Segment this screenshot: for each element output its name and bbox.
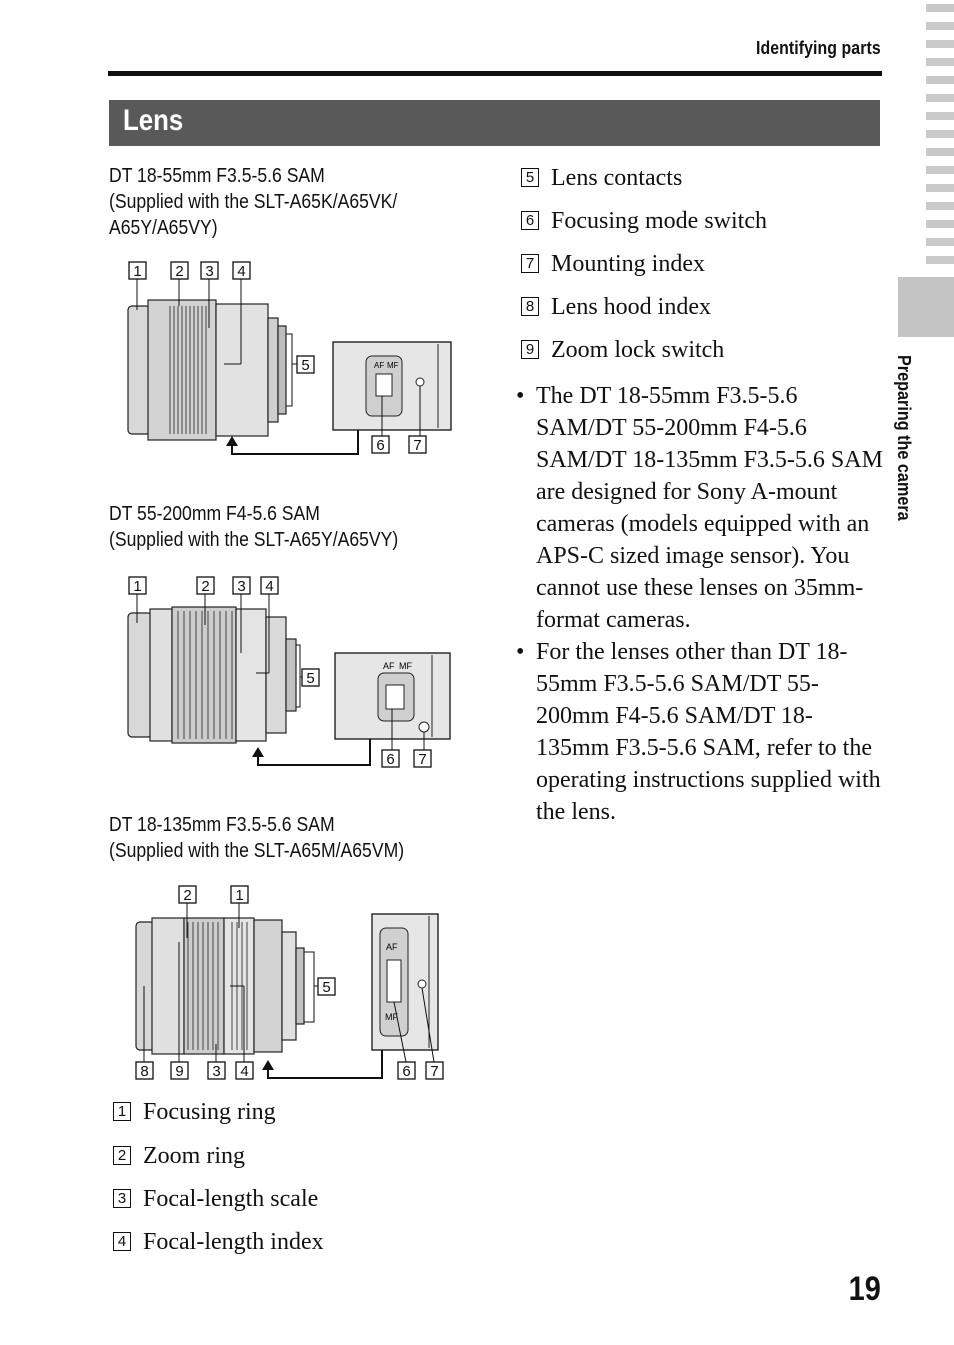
svg-text:1: 1 xyxy=(133,578,141,595)
svg-text:8: 8 xyxy=(140,1063,148,1080)
header-rule xyxy=(108,71,882,76)
lens-diagram-18-55: 1 2 3 4 5 6 7 AF MF xyxy=(127,261,452,455)
svg-text:5: 5 xyxy=(322,979,330,996)
svg-text:5: 5 xyxy=(301,357,309,374)
running-header: Identifying parts xyxy=(756,38,881,58)
lens-diagram-18-135: 2 1 5 8 9 3 4 6 7 AF MF xyxy=(135,885,444,1080)
svg-text:7: 7 xyxy=(430,1063,438,1080)
page-number: 19 xyxy=(848,1270,881,1308)
svg-text:7: 7 xyxy=(413,437,421,454)
section-banner: Lens xyxy=(109,100,880,146)
svg-text:AF: AF xyxy=(383,661,395,671)
svg-text:9: 9 xyxy=(175,1063,183,1080)
svg-text:1: 1 xyxy=(133,263,141,280)
svg-text:6: 6 xyxy=(376,437,384,454)
lens-diagram-55-200: 1 2 3 4 5 6 7 AF MF xyxy=(127,576,451,768)
svg-text:2: 2 xyxy=(183,887,191,904)
lens-caption-1: DT 18-55mm F3.5-5.6 SAM (Supplied with t… xyxy=(109,165,398,239)
note-item: •The DT 18-55mm F3.5-5.6 SAM/DT 55-200mm… xyxy=(516,383,883,633)
svg-text:5: 5 xyxy=(306,670,314,687)
chapter-side-label: Preparing the camera xyxy=(894,355,914,521)
svg-text:MF: MF xyxy=(399,661,412,671)
svg-text:6: 6 xyxy=(386,751,394,768)
chapter-tab xyxy=(898,277,954,337)
lens-caption-2: DT 55-200mm F4-5.6 SAM (Supplied with th… xyxy=(109,503,399,551)
svg-text:4: 4 xyxy=(240,1063,248,1080)
svg-text:MF: MF xyxy=(385,1012,398,1022)
svg-text:6: 6 xyxy=(402,1063,410,1080)
svg-text:4: 4 xyxy=(237,263,245,280)
svg-text:2: 2 xyxy=(201,578,209,595)
svg-text:3: 3 xyxy=(237,578,245,595)
svg-text:MF: MF xyxy=(387,361,399,370)
notes-list: •The DT 18-55mm F3.5-5.6 SAM/DT 55-200mm… xyxy=(513,380,883,828)
note-item: •For the lenses other than DT 18-55mm F3… xyxy=(516,639,881,825)
svg-text:1: 1 xyxy=(235,887,243,904)
lens-caption-3: DT 18-135mm F3.5-5.6 SAM (Supplied with … xyxy=(109,814,405,862)
svg-text:AF: AF xyxy=(386,942,398,952)
svg-text:7: 7 xyxy=(418,751,426,768)
svg-text:AF: AF xyxy=(374,361,384,370)
svg-text:4: 4 xyxy=(265,578,273,595)
section-title: Lens xyxy=(123,104,184,137)
svg-text:3: 3 xyxy=(205,263,213,280)
svg-text:3: 3 xyxy=(212,1063,220,1080)
svg-text:2: 2 xyxy=(175,263,183,280)
